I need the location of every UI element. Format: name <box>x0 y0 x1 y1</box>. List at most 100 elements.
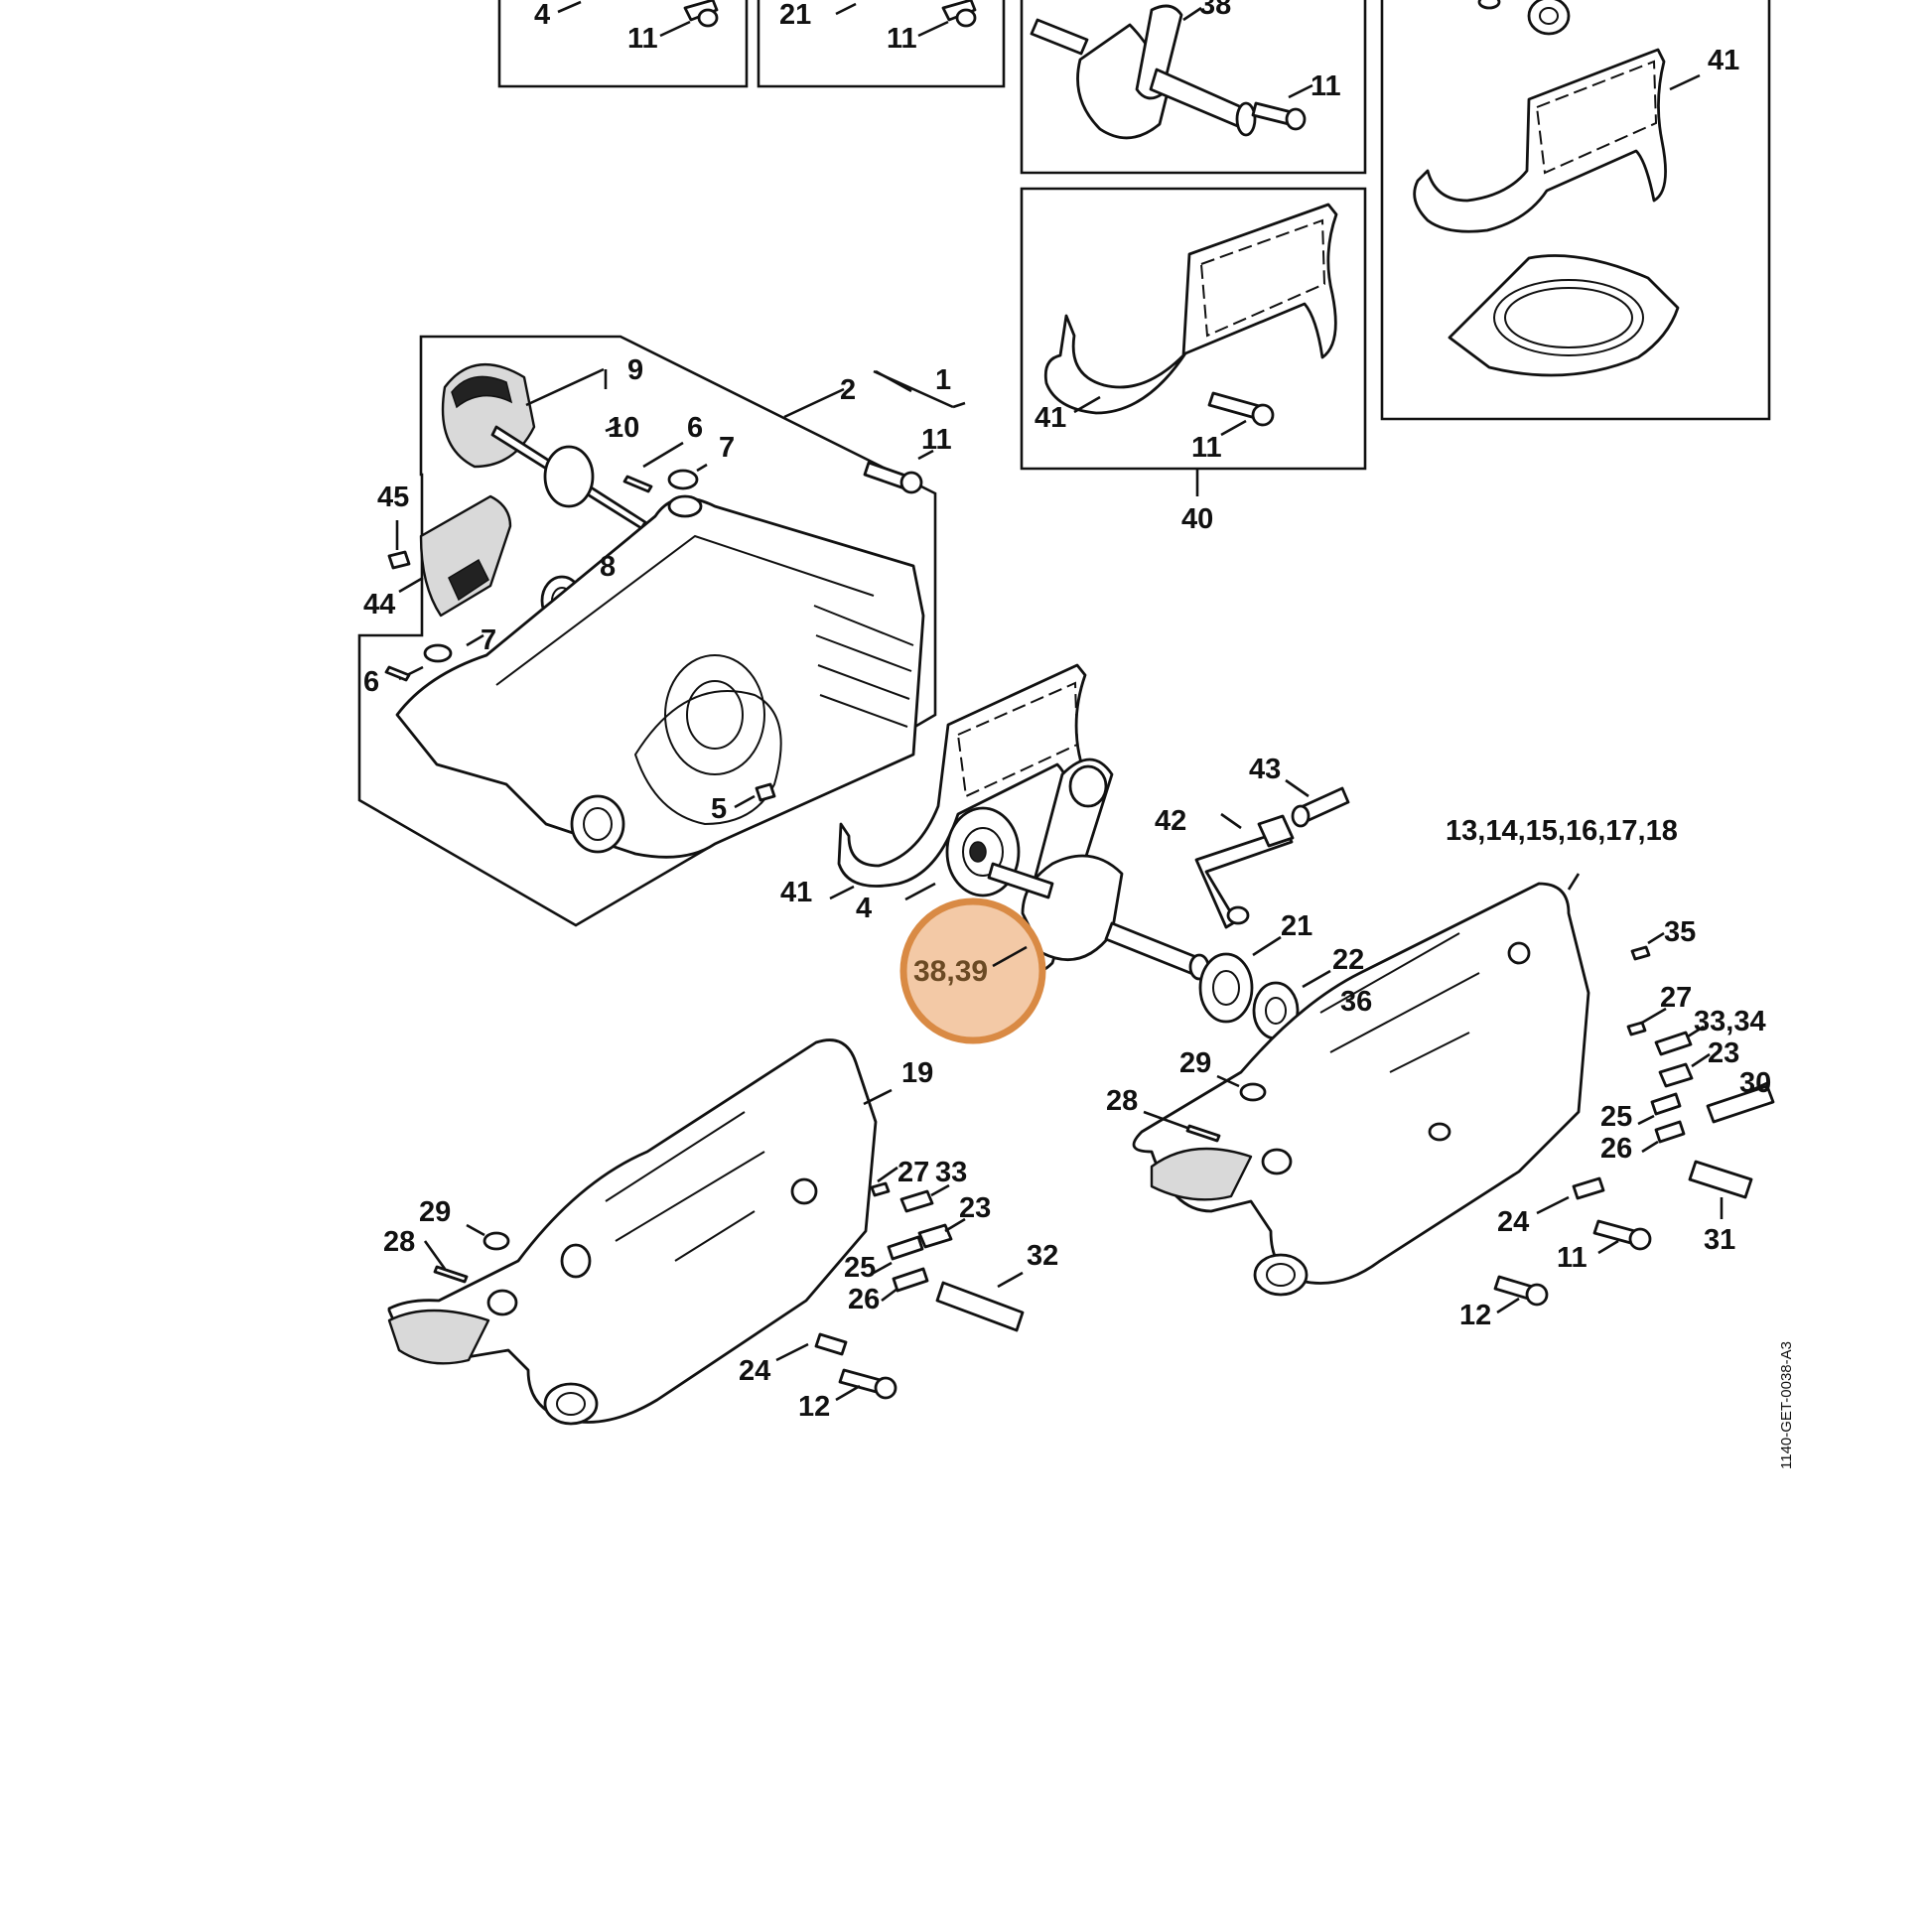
screw-icon <box>1207 391 1275 427</box>
callout-8: 8 <box>600 551 616 583</box>
callout-5: 5 <box>711 793 727 825</box>
inset-box-1 <box>497 0 749 88</box>
callout-12: 12 <box>798 1391 830 1423</box>
callout-7: 7 <box>719 432 735 464</box>
callout-27: 27 <box>897 1157 929 1188</box>
callout-9: 9 <box>627 354 643 386</box>
callout-43: 43 <box>1249 754 1281 785</box>
screw-icon <box>941 0 977 28</box>
oil-seal-icon <box>1477 0 1571 36</box>
callout-26: 26 <box>1600 1133 1632 1165</box>
callout-38: 38 <box>1199 0 1231 21</box>
screw-icon <box>1658 1062 1694 1088</box>
callout-24: 24 <box>1497 1206 1529 1238</box>
screw-icon <box>1592 1219 1652 1251</box>
inset-box-5 <box>1380 0 1771 421</box>
callout-29: 29 <box>1179 1047 1211 1079</box>
crankcase-icon <box>387 1038 878 1426</box>
callout-11: 11 <box>887 23 917 55</box>
tool-icon <box>1194 814 1295 929</box>
gasket-icon <box>1413 48 1667 233</box>
callout-26: 26 <box>848 1284 880 1315</box>
callout-40: 40 <box>1181 503 1213 535</box>
callout-31: 31 <box>1704 1224 1735 1256</box>
callout-35: 35 <box>1664 916 1696 948</box>
chain-guard-icon <box>419 494 512 618</box>
highlight-label: 38,39 <box>913 955 988 988</box>
callout-36: 36 <box>1340 986 1372 1018</box>
screw-icon <box>887 1235 924 1261</box>
highlight-marker[interactable]: 38,39 <box>899 897 1046 1044</box>
callout-33: 33 <box>935 1157 967 1188</box>
callout-6: 6 <box>363 666 379 698</box>
inset-box-4 <box>1020 187 1367 496</box>
callout-6: 6 <box>687 412 703 444</box>
crankcase-icon <box>1132 882 1590 1297</box>
callout-45: 45 <box>377 482 409 513</box>
callout-labels: 4 11 21 11 38 11 41 41 11 40 9 10 2 1 11… <box>363 0 1771 1423</box>
callout-41: 41 <box>780 877 812 908</box>
callout-21: 21 <box>779 0 811 31</box>
screw-icon <box>814 1332 848 1356</box>
callout-4: 4 <box>534 0 550 31</box>
callout-33-34: 33,34 <box>1694 1006 1766 1037</box>
screw-icon <box>1650 1092 1682 1116</box>
crankcase-icon <box>395 494 925 859</box>
callout-1: 1 <box>935 364 951 396</box>
callout-21: 21 <box>1281 910 1312 942</box>
bearing-icon <box>1198 952 1254 1024</box>
callout-41: 41 <box>1035 402 1066 434</box>
callout-11: 11 <box>627 23 658 55</box>
callout-23: 23 <box>1708 1037 1739 1069</box>
callout-2: 2 <box>840 374 856 406</box>
callout-10: 10 <box>608 412 639 444</box>
callout-11: 11 <box>1311 70 1341 102</box>
callout-4: 4 <box>856 893 872 924</box>
gasket-icon <box>1043 203 1338 415</box>
screw-icon <box>899 1189 934 1213</box>
callout-30: 30 <box>1739 1067 1771 1099</box>
callout-42: 42 <box>1155 805 1186 837</box>
callout-32: 32 <box>1027 1240 1058 1272</box>
screw-icon <box>1251 101 1307 131</box>
callout-44: 44 <box>363 589 395 621</box>
inset-box-2 <box>757 0 1006 88</box>
callout-11: 11 <box>1557 1242 1587 1274</box>
screw-icon <box>1706 1084 1775 1124</box>
oil-pump-icon <box>441 363 647 530</box>
callout-25: 25 <box>844 1252 876 1284</box>
screw-icon <box>917 1223 953 1249</box>
screw-icon <box>935 1281 1025 1332</box>
callout-24: 24 <box>739 1355 770 1387</box>
callout-7: 7 <box>481 624 496 656</box>
callout-41: 41 <box>1708 45 1739 76</box>
screw-icon <box>863 461 923 494</box>
screw-icon <box>1572 1176 1605 1200</box>
callout-28: 28 <box>383 1226 415 1258</box>
callout-13-18: 13,14,15,16,17,18 <box>1446 815 1678 847</box>
crankshaft-icon <box>987 758 1210 981</box>
callout-11: 11 <box>921 424 952 456</box>
gasket-icon <box>837 663 1087 888</box>
callout-27: 27 <box>1660 982 1692 1014</box>
screw-icon <box>892 1267 929 1293</box>
screw-icon <box>1688 1160 1753 1199</box>
crankshaft-icon <box>1030 4 1257 140</box>
callout-19: 19 <box>901 1057 933 1089</box>
screw-icon <box>1291 786 1350 828</box>
screw-icon <box>1654 1120 1686 1144</box>
crankcase-assembly-frame <box>357 335 937 927</box>
screw-icon <box>683 0 719 28</box>
reference-code: 1140-GET-0038-A3 <box>1778 1341 1795 1469</box>
callout-12: 12 <box>1459 1300 1491 1331</box>
screw-icon <box>838 1368 897 1400</box>
callout-25: 25 <box>1600 1101 1632 1133</box>
callout-29: 29 <box>419 1196 451 1228</box>
screw-icon <box>1654 1031 1693 1056</box>
callout-28: 28 <box>1106 1085 1138 1117</box>
gasket-icon <box>1448 254 1680 377</box>
callout-23: 23 <box>959 1192 991 1224</box>
callout-22: 22 <box>1332 944 1364 976</box>
